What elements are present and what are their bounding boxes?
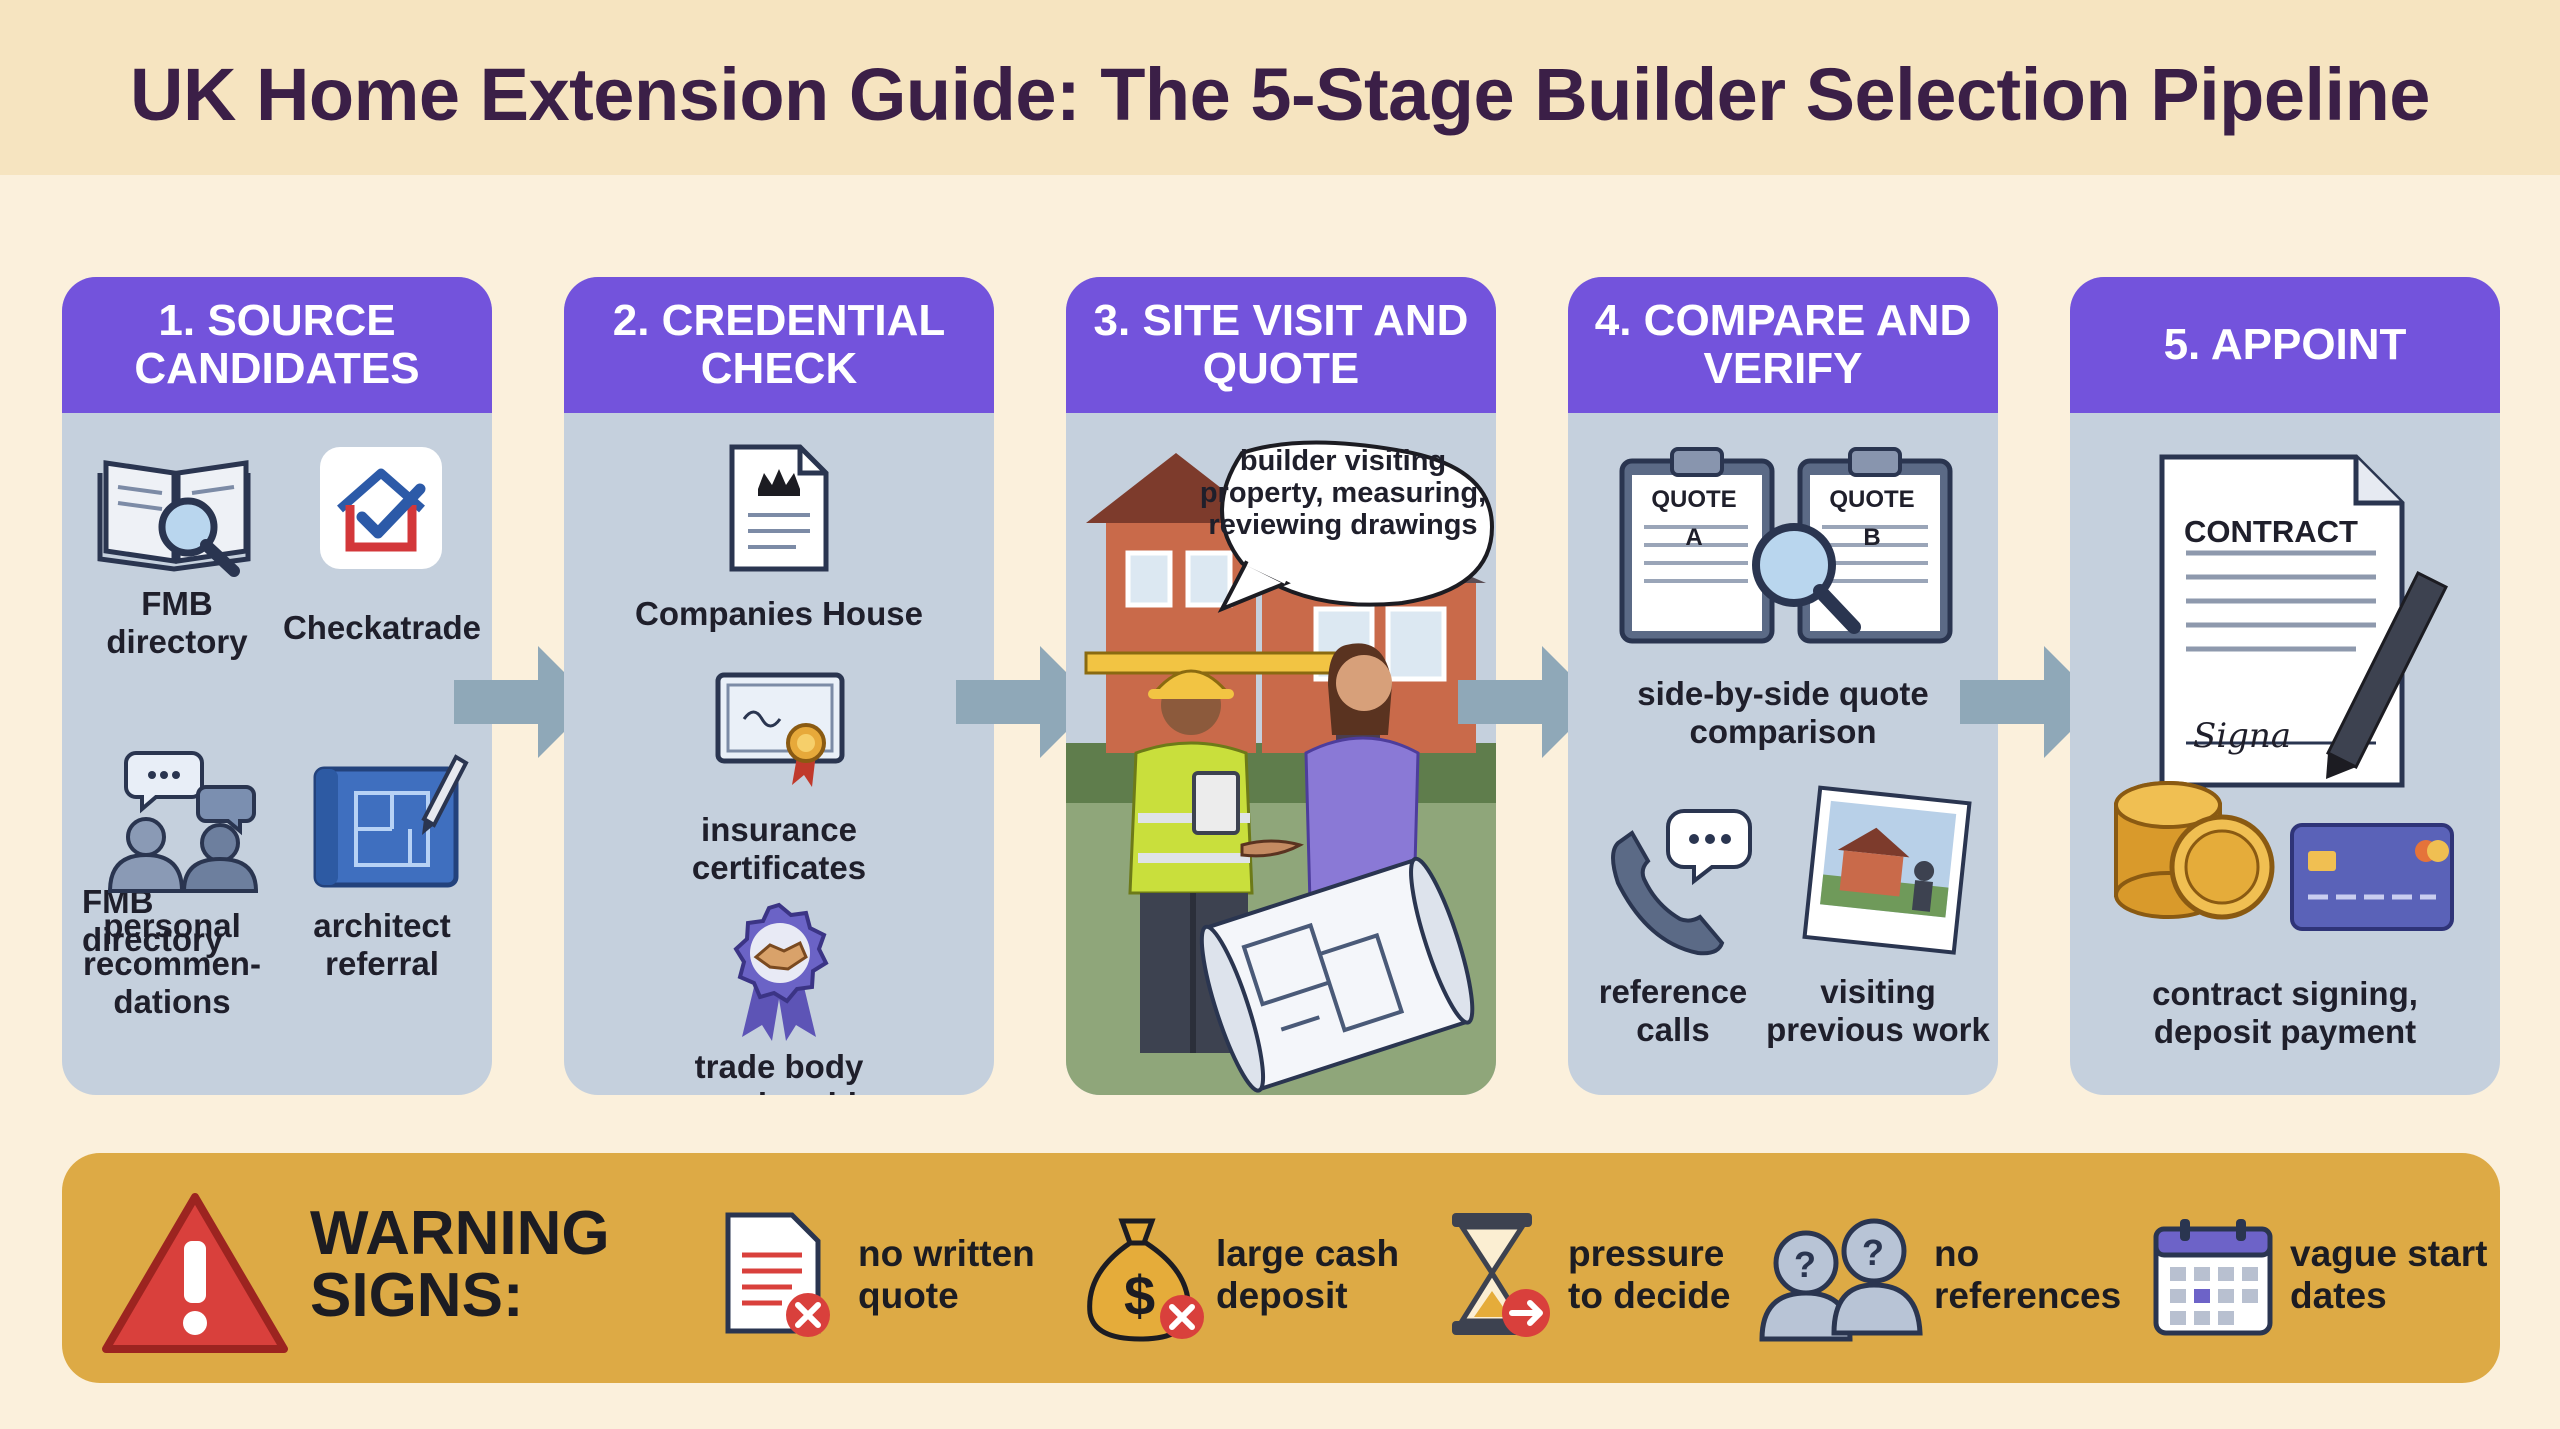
stage-5-header: 5. APPOINT [2070, 277, 2500, 413]
contract-signing-label: contract signing, deposit payment [2152, 975, 2418, 1050]
warning-signs-band: WARNING SIGNS: no written quote $ large … [62, 1153, 2500, 1383]
house-photo-icon [1802, 785, 1972, 955]
arrow-right-icon [454, 646, 594, 758]
arrow-right-icon [956, 646, 1096, 758]
visiting-previous-work-label: visiting previous work [1766, 973, 1990, 1048]
certificate-icon [715, 672, 845, 787]
hourglass-arrow-icon [1452, 1213, 1550, 1337]
people-chat-icon [107, 751, 259, 893]
fmb-directory-label: FMB directory [106, 585, 248, 660]
title-band [0, 0, 2560, 175]
stage-2-header: 2. CREDENTIAL CHECK [564, 277, 994, 413]
site-visit-illustration [1066, 440, 1496, 1095]
coins-card-icon [2114, 781, 2454, 931]
question-people-icon: ? ? [1759, 1218, 1923, 1342]
personal-recommendations-label: personal recommen- dations [83, 907, 261, 1020]
insurance-certificates-label: insurance certificates [691, 811, 867, 886]
warning-sign-label: no references [1934, 1233, 2122, 1316]
money-bag-x-icon: $ [1087, 1218, 1204, 1342]
svg-text:?: ? [1862, 1232, 1884, 1273]
signature-text: Signa [2192, 716, 2292, 756]
stage-3-card: 3. SITE VISIT AND QUOTE [1066, 277, 1496, 1095]
warning-sign-label: vague start dates [2290, 1233, 2488, 1316]
warning-title: WARNING SIGNS: [310, 1199, 610, 1330]
arrow-right-icon [1960, 646, 2100, 758]
handshake-badge-icon [733, 902, 829, 1041]
calendar-icon [2153, 1219, 2273, 1336]
page-title: UK Home Extension Guide: The 5-Stage Bui… [130, 53, 2430, 136]
stage-2-card: 2. CREDENTIAL CHECK Companies House insu… [564, 277, 994, 1095]
speech-bubble-text: builder visiting property, measuring, re… [1199, 445, 1487, 541]
stage-3-header: 3. SITE VISIT AND QUOTE [1066, 277, 1496, 413]
trade-body-membership-label: trade body membership [681, 1048, 877, 1095]
stage-4-card: 4. COMPARE AND VERIFY QUOTE A QUOTE B si… [1568, 277, 1998, 1095]
warning-sign-label: pressure to decide [1568, 1233, 1731, 1316]
warning-sign-label: no written quote [858, 1233, 1035, 1316]
stage-5-card: 5. APPOINT CONTRACT Signa [2070, 277, 2500, 1095]
quote-b-label: QUOTE B [1829, 486, 1915, 551]
blueprint-pen-icon [313, 754, 469, 888]
crown-document-icon [729, 444, 829, 572]
arrow-right-icon [1458, 646, 1598, 758]
svg-text:?: ? [1794, 1244, 1816, 1285]
open-book-magnifier-icon [97, 460, 251, 577]
document-x-icon [725, 1212, 830, 1337]
stage-4-header: 4. COMPARE AND VERIFY [1568, 277, 1998, 413]
house-checkmark-icon [320, 447, 442, 569]
stage-1-header: 1. SOURCE CANDIDATES [62, 277, 492, 413]
quote-a-label: QUOTE A [1651, 486, 1737, 551]
phone-chat-icon [1611, 809, 1752, 956]
reference-calls-label: reference calls [1598, 973, 1748, 1048]
warning-sign-label: large cash deposit [1216, 1233, 1400, 1316]
stage-1-card: 1. SOURCE CANDIDATES FMB directory FMB d… [62, 277, 492, 1095]
checkatrade-label: Checkatrade [282, 609, 482, 646]
warning-triangle-icon [102, 1193, 288, 1353]
svg-text:$: $ [1124, 1264, 1155, 1327]
contract-title: CONTRACT [2184, 514, 2358, 549]
architect-referral-label: architect referral [313, 907, 451, 982]
contract-document-icon [2159, 454, 2449, 788]
side-by-side-label: side-by-side quote comparison [1637, 675, 1929, 750]
clipboards-magnifier-icon [1619, 447, 1953, 644]
companies-house-label: Companies House [635, 595, 923, 632]
